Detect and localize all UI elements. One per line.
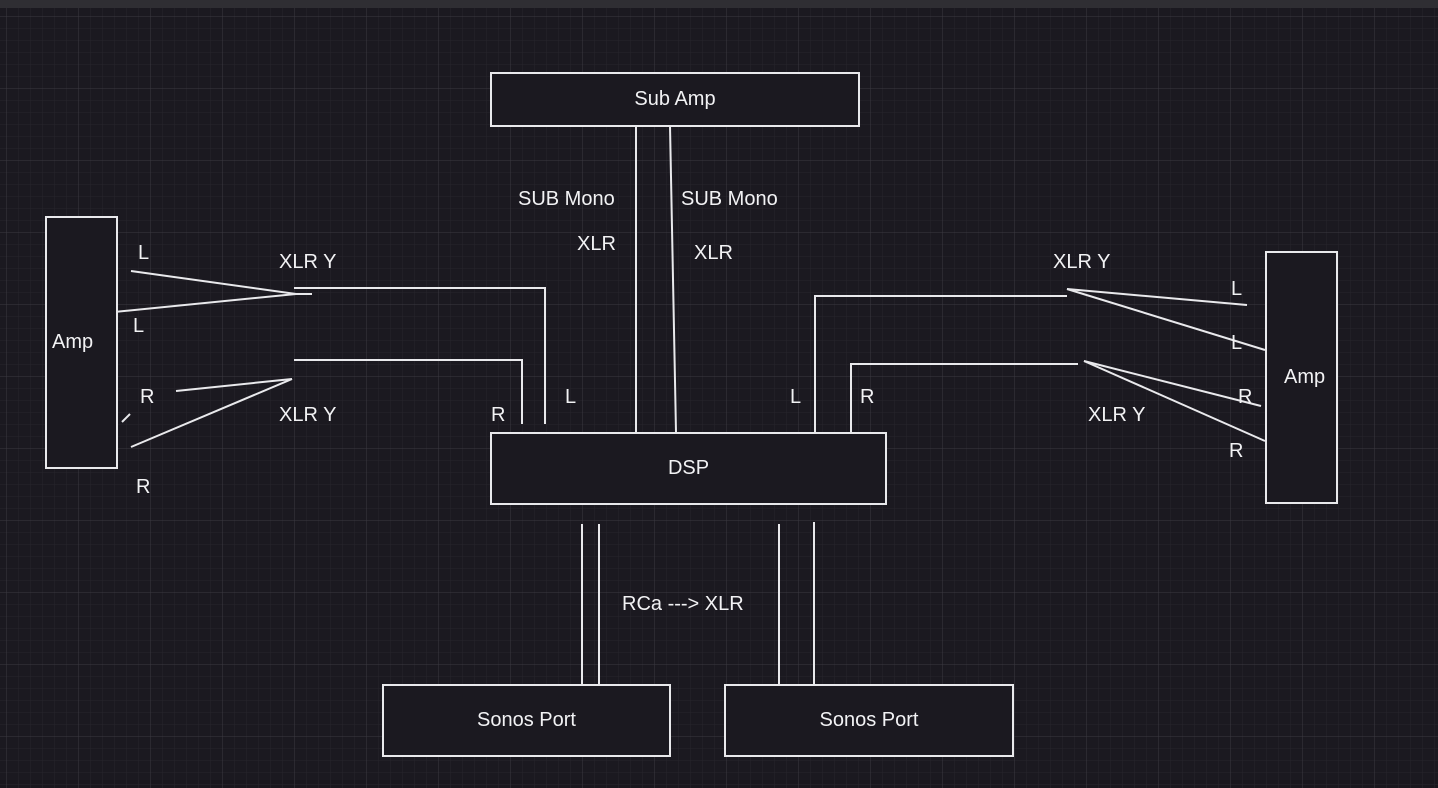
right-xlr-y-r-to-dsp xyxy=(850,363,1078,432)
rca-to-xlr-label: RCa ---> XLR xyxy=(622,593,744,615)
dsp-input-l-left: L xyxy=(565,386,577,408)
right-amp-label: Amp xyxy=(1284,366,1326,388)
left-amp-channel-l2: L xyxy=(133,315,145,337)
left-amp-l-wire-2 xyxy=(113,293,297,313)
right-amp-channel-l1: L xyxy=(1231,278,1243,300)
right-amp-channel-l2: L xyxy=(1231,332,1243,354)
grid-background xyxy=(0,8,1438,788)
sonos-port-left-node[interactable]: Sonos Port xyxy=(382,684,671,757)
sonos-port-left-label: Sonos Port xyxy=(477,709,576,731)
right-amp-channel-r2: R xyxy=(1229,440,1244,462)
left-amp-l-wire-1 xyxy=(130,270,297,295)
left-amp-label: Amp xyxy=(52,331,94,353)
xlr-y-label-left-top: XLR Y xyxy=(279,251,337,273)
left-amp-r-wire-2 xyxy=(130,378,293,448)
right-amp-channel-r1: R xyxy=(1238,386,1253,408)
right-amp-node[interactable]: Amp xyxy=(1265,251,1338,504)
left-amp-channel-r2: R xyxy=(136,476,151,498)
sub-mono-label-right: SUB Mono xyxy=(681,188,778,210)
sonos-port-right-label: Sonos Port xyxy=(819,709,919,731)
dsp-input-r-left: R xyxy=(491,404,506,426)
dsp-node[interactable]: DSP xyxy=(490,432,887,505)
sub-amp-node[interactable]: Sub Amp xyxy=(490,72,860,127)
dsp-input-r-right: R xyxy=(860,386,875,408)
xlr-y-label-right-top: XLR Y xyxy=(1053,251,1111,273)
left-amp-channel-l1: L xyxy=(138,242,150,264)
left-amp-node[interactable]: Amp xyxy=(45,216,118,469)
sonos-port-right-node[interactable]: Sonos Port xyxy=(724,684,1014,757)
right-amp-r-wire-2 xyxy=(1083,360,1266,442)
xlr-sub-label-left: XLR xyxy=(577,233,616,255)
dsp-input-l-right: L xyxy=(790,386,802,408)
sub-mono-line-right xyxy=(669,125,677,433)
sub-amp-label: Sub Amp xyxy=(634,88,716,110)
right-xlr-y-l-to-dsp xyxy=(814,295,1067,432)
xlr-y-label-left-bottom: XLR Y xyxy=(279,404,337,426)
left-xlr-y-r-to-dsp xyxy=(294,359,523,424)
left-amp-r-tick xyxy=(121,413,131,423)
xlr-sub-label-right: XLR xyxy=(694,242,733,264)
right-amp-l-wire-2 xyxy=(1066,288,1266,351)
dsp-label: DSP xyxy=(667,457,710,479)
left-amp-channel-r1: R xyxy=(140,386,155,408)
left-amp-r-wire-1 xyxy=(175,378,293,392)
right-amp-l-wire-1 xyxy=(1066,288,1248,306)
connection-layer xyxy=(0,8,1438,788)
right-amp-r-wire-1 xyxy=(1083,360,1262,407)
left-xlr-y-l-to-dsp xyxy=(294,287,546,424)
xlr-y-label-right-bottom: XLR Y xyxy=(1088,404,1146,426)
sub-mono-label-left: SUB Mono xyxy=(518,188,615,210)
